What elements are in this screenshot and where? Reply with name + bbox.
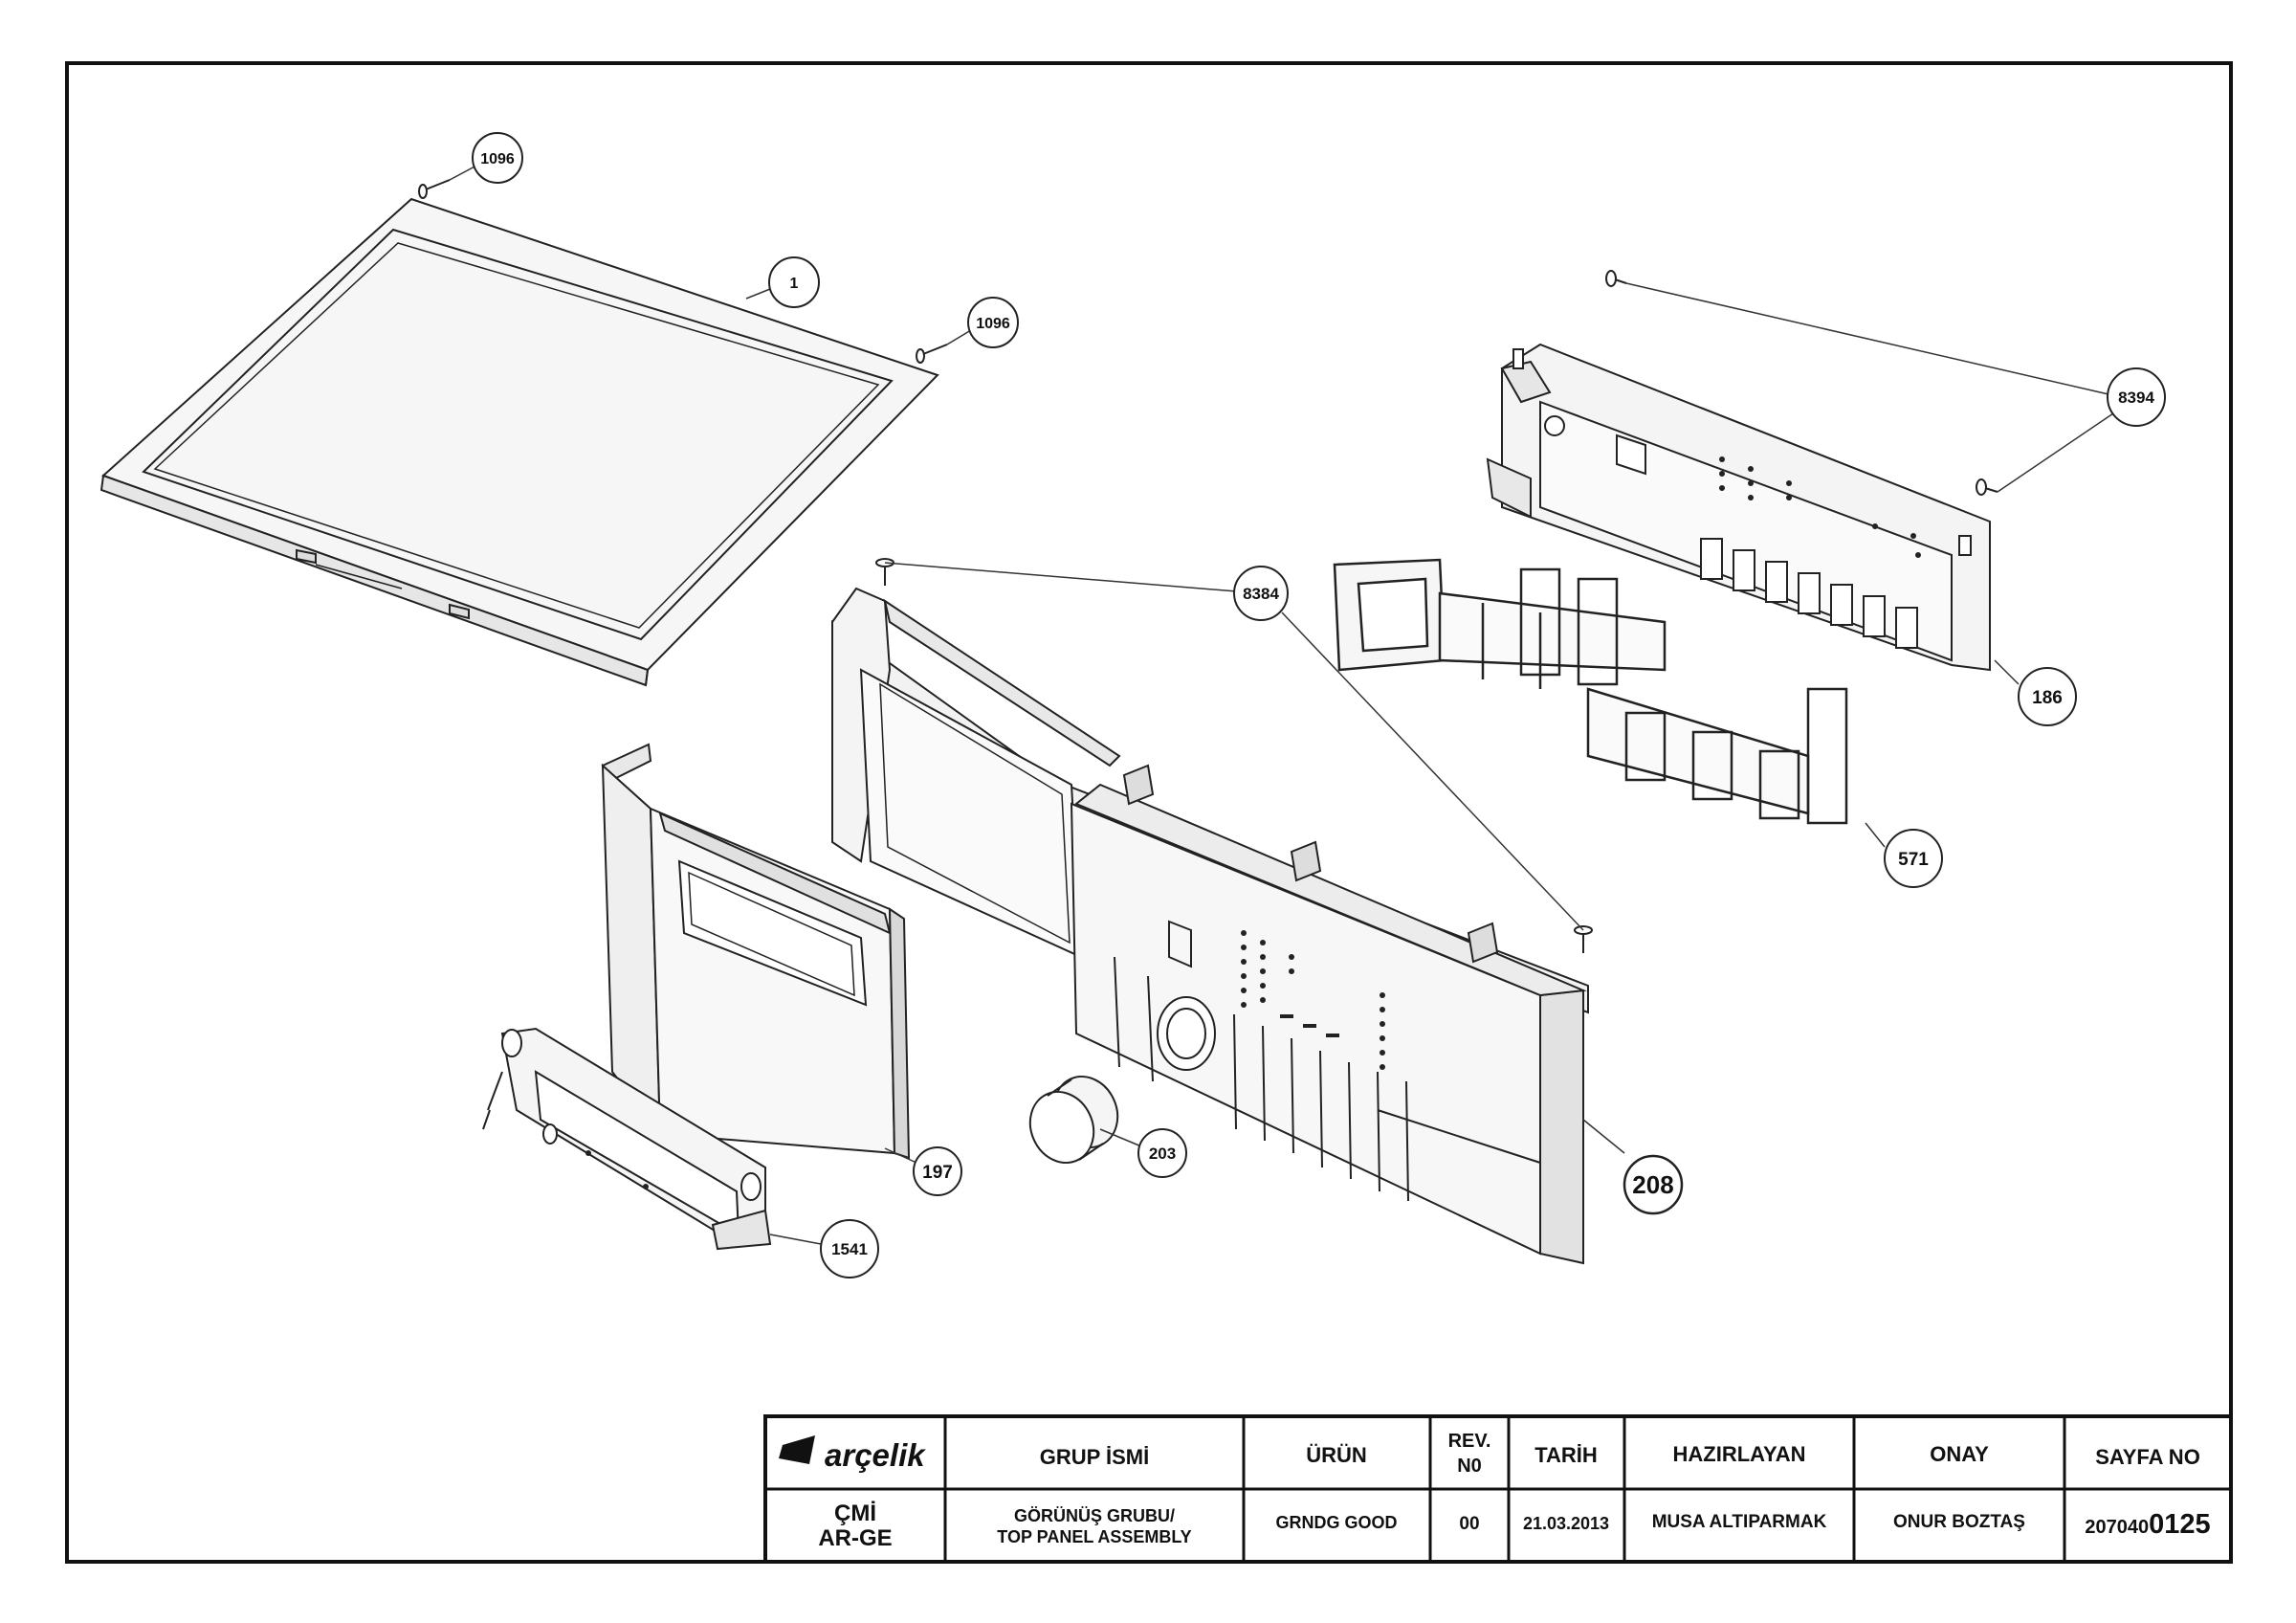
callout-8384: 8384: [1233, 566, 1289, 621]
svg-text:571: 571: [1898, 850, 1929, 870]
approval-value: ONUR BOZTAŞ: [1893, 1512, 2025, 1532]
part-screw-1096-left: [418, 179, 451, 199]
group-name-line2: TOP PANEL ASSEMBLY: [997, 1527, 1191, 1546]
callout-8394: 8394: [2107, 367, 2166, 427]
header-rev-line1: REV.: [1448, 1431, 1491, 1452]
header-date: TARİH: [1534, 1443, 1598, 1467]
header-approval: ONAY: [1930, 1442, 1989, 1466]
title-block: arçelik GRUP İSMİ ÜRÜN REV. N0 TARİH HAZ…: [763, 1414, 2233, 1564]
leader-lines: [449, 164, 2117, 1245]
callout-571: 571: [1884, 829, 1943, 888]
callout-1541: 1541: [820, 1219, 879, 1278]
part-screw-8394-bottom: [1976, 478, 1998, 496]
callout-1096-b: 1096: [967, 297, 1019, 348]
part-drawer-bracket: [482, 1027, 772, 1251]
prepared-value: MUSA ALTIPARMAK: [1652, 1512, 1827, 1532]
svg-text:197: 197: [922, 1163, 953, 1183]
header-rev-line2: N0: [1457, 1456, 1482, 1477]
part-screw-1096-right: [916, 344, 948, 364]
brand-name: arçelik: [825, 1437, 926, 1473]
card-button-row: [1700, 538, 1918, 649]
panel-led-indicators: [1241, 930, 1385, 1070]
svg-text:203: 203: [1149, 1145, 1176, 1163]
callout-203: 203: [1137, 1128, 1187, 1178]
callout-1096-a: 1096: [472, 132, 523, 184]
callout-186: 186: [2018, 667, 2077, 726]
part-screw-8394-top: [1605, 270, 1627, 287]
callout-208: 208: [1623, 1154, 1684, 1215]
product-value: GRNDG GOOD: [1275, 1513, 1397, 1532]
svg-text:186: 186: [2032, 688, 2063, 708]
group-name-line1: GÖRÜNÜŞ GRUBU/: [1014, 1506, 1175, 1525]
part-detergent-drawer: [601, 743, 911, 1160]
part-program-knob: [1028, 1076, 1119, 1164]
svg-text:1096: 1096: [976, 316, 1010, 332]
part-control-panel-body: [831, 587, 1589, 1265]
svg-text:8394: 8394: [2118, 389, 2154, 407]
dept-line2: AR-GE: [818, 1525, 892, 1551]
svg-text:208: 208: [1632, 1170, 1673, 1199]
date-value: 21.03.2013: [1523, 1514, 1609, 1533]
page-number: 2070400125: [2085, 1509, 2210, 1540]
callout-1: 1: [768, 256, 820, 308]
header-product: ÜRÜN: [1306, 1443, 1367, 1467]
header-page: SAYFA NO: [2095, 1445, 2200, 1469]
rev-value: 00: [1459, 1514, 1479, 1534]
page-number-prefix: 207040: [2085, 1517, 2149, 1538]
part-button-holder: [1333, 558, 1848, 825]
dept-line1: ÇMİ: [834, 1501, 876, 1526]
card-components: [1719, 456, 1921, 558]
header-prepared: HAZIRLAYAN: [1673, 1442, 1806, 1466]
page-number-suffix: 0125: [2149, 1509, 2211, 1540]
svg-text:1096: 1096: [480, 151, 515, 167]
arcelik-logo-mark-icon: [779, 1435, 815, 1464]
header-group: GRUP İSMİ: [1040, 1445, 1150, 1469]
part-top-lid: [99, 197, 939, 687]
svg-text:8384: 8384: [1243, 585, 1279, 603]
svg-text:1541: 1541: [831, 1240, 868, 1258]
svg-text:1: 1: [790, 276, 799, 292]
callout-197: 197: [913, 1146, 962, 1196]
part-screw-8384-right: [1574, 925, 1593, 953]
